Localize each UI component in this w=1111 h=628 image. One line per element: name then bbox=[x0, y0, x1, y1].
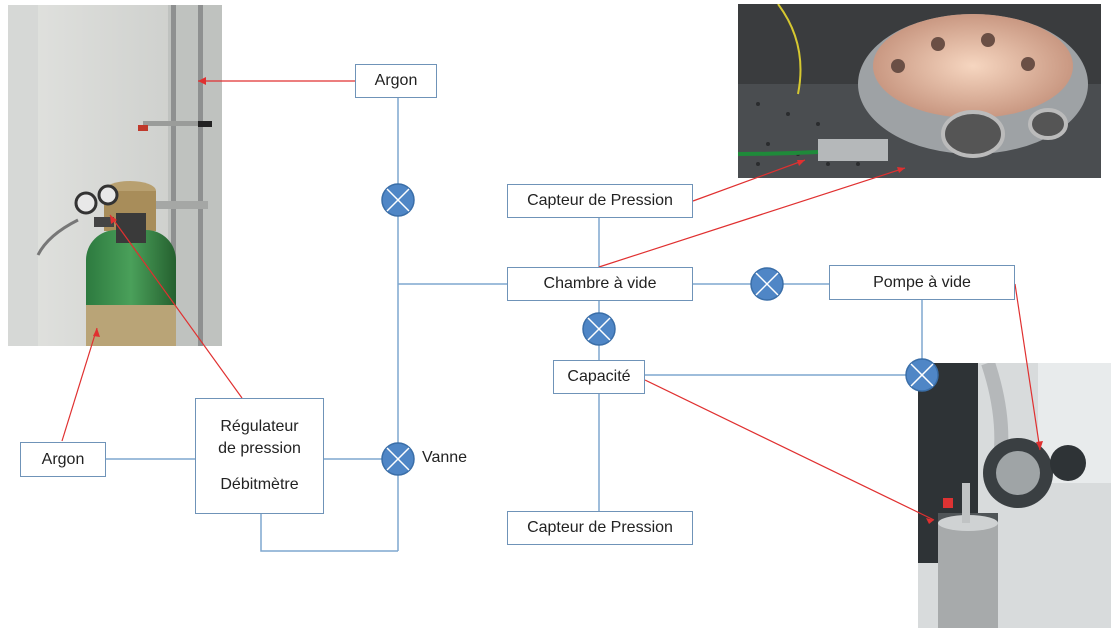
valve-capacity-pump-icon bbox=[905, 358, 939, 392]
pressure-sensor-top-node: Capteur de Pression bbox=[507, 184, 693, 218]
vacuum-pump-node: Pompe à vide bbox=[829, 265, 1015, 300]
gas-bottle-photo bbox=[8, 5, 222, 346]
argon-top-node: Argon bbox=[355, 64, 437, 98]
capacity-node: Capacité bbox=[553, 360, 645, 394]
regulator-label-line1: Régulateur bbox=[220, 418, 299, 435]
valve-chamber-pump-icon bbox=[750, 267, 784, 301]
flowmeter-label: Débitmètre bbox=[220, 476, 299, 493]
pointer-lines bbox=[61, 80, 1041, 521]
valve-label: Vanne bbox=[422, 449, 468, 466]
argon-left-node: Argon bbox=[20, 442, 106, 477]
regulator-flowmeter-node: Régulateur de pression Débitmètre bbox=[195, 398, 324, 514]
vacuum-chamber-node: Chambre à vide bbox=[507, 267, 693, 301]
regulator-label-line2: de pression bbox=[218, 440, 301, 457]
valve-chamber-capacity-icon bbox=[582, 312, 616, 346]
valve-regulator-line-icon bbox=[381, 442, 415, 476]
vacuum-chamber-photo bbox=[738, 4, 1101, 178]
pump-capacity-photo bbox=[918, 363, 1111, 628]
valve-argon-line-icon bbox=[381, 183, 415, 217]
pressure-sensor-bottom-node: Capteur de Pression bbox=[507, 511, 693, 545]
pointer-arrowheads bbox=[93, 77, 1043, 524]
